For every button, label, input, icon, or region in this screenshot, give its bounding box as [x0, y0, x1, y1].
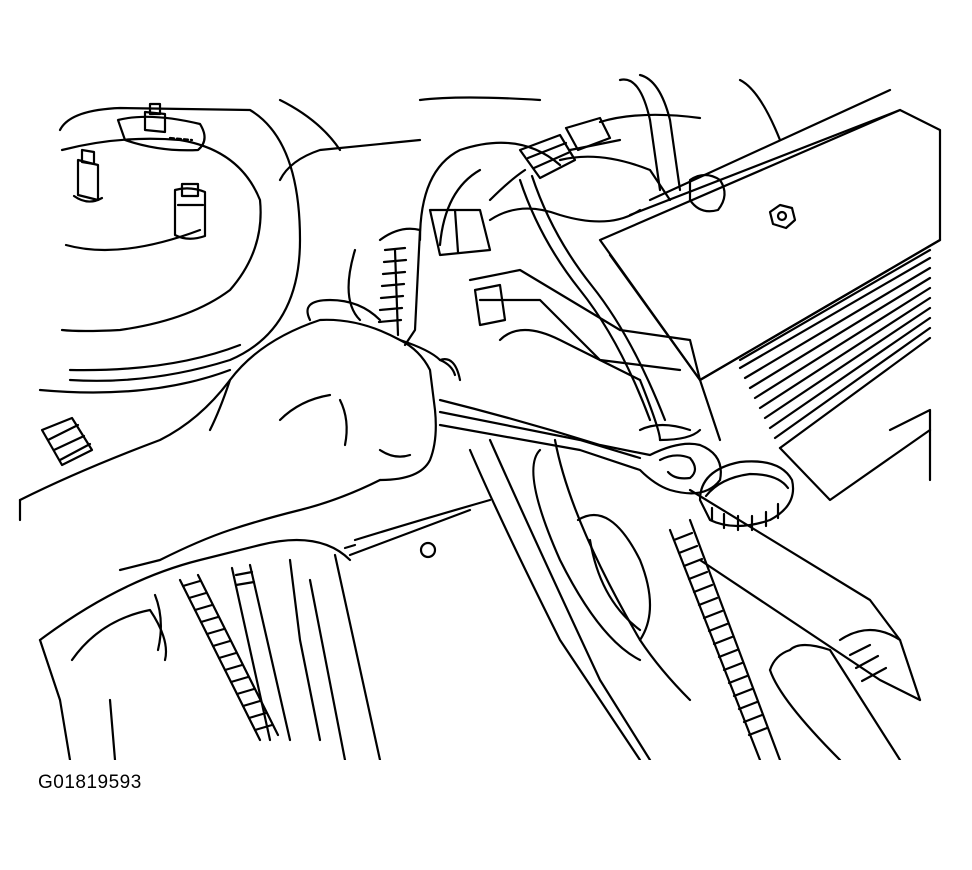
oxygen-sensor-icon: [490, 115, 700, 420]
strut-top-mount: [118, 104, 205, 150]
strut-tower: [40, 108, 300, 393]
oil-filler-cap-icon: [700, 461, 793, 530]
figure-id-label: G01819593: [38, 772, 142, 793]
strut-nut-right-icon: [175, 184, 205, 239]
valve-cover: [600, 90, 940, 500]
hose-lower-right: [770, 645, 900, 760]
open-end-wrench-icon: [440, 400, 721, 493]
belt-cover: [470, 440, 920, 760]
engine-bay-illustration: [0, 0, 972, 760]
valve-cover-bolt-icon: [770, 205, 795, 228]
corrugated-harness-lower: [180, 565, 290, 740]
corrugated-hose-center: [349, 229, 420, 345]
hose-stub: [42, 418, 92, 465]
upper-hoses: [280, 75, 780, 255]
exhaust-pipe: [470, 270, 700, 440]
gloved-hand-icon: [20, 300, 460, 570]
corrugated-harness-right: [670, 520, 920, 760]
lower-left-body: [40, 500, 490, 760]
strut-nut-left-icon: [74, 150, 102, 202]
